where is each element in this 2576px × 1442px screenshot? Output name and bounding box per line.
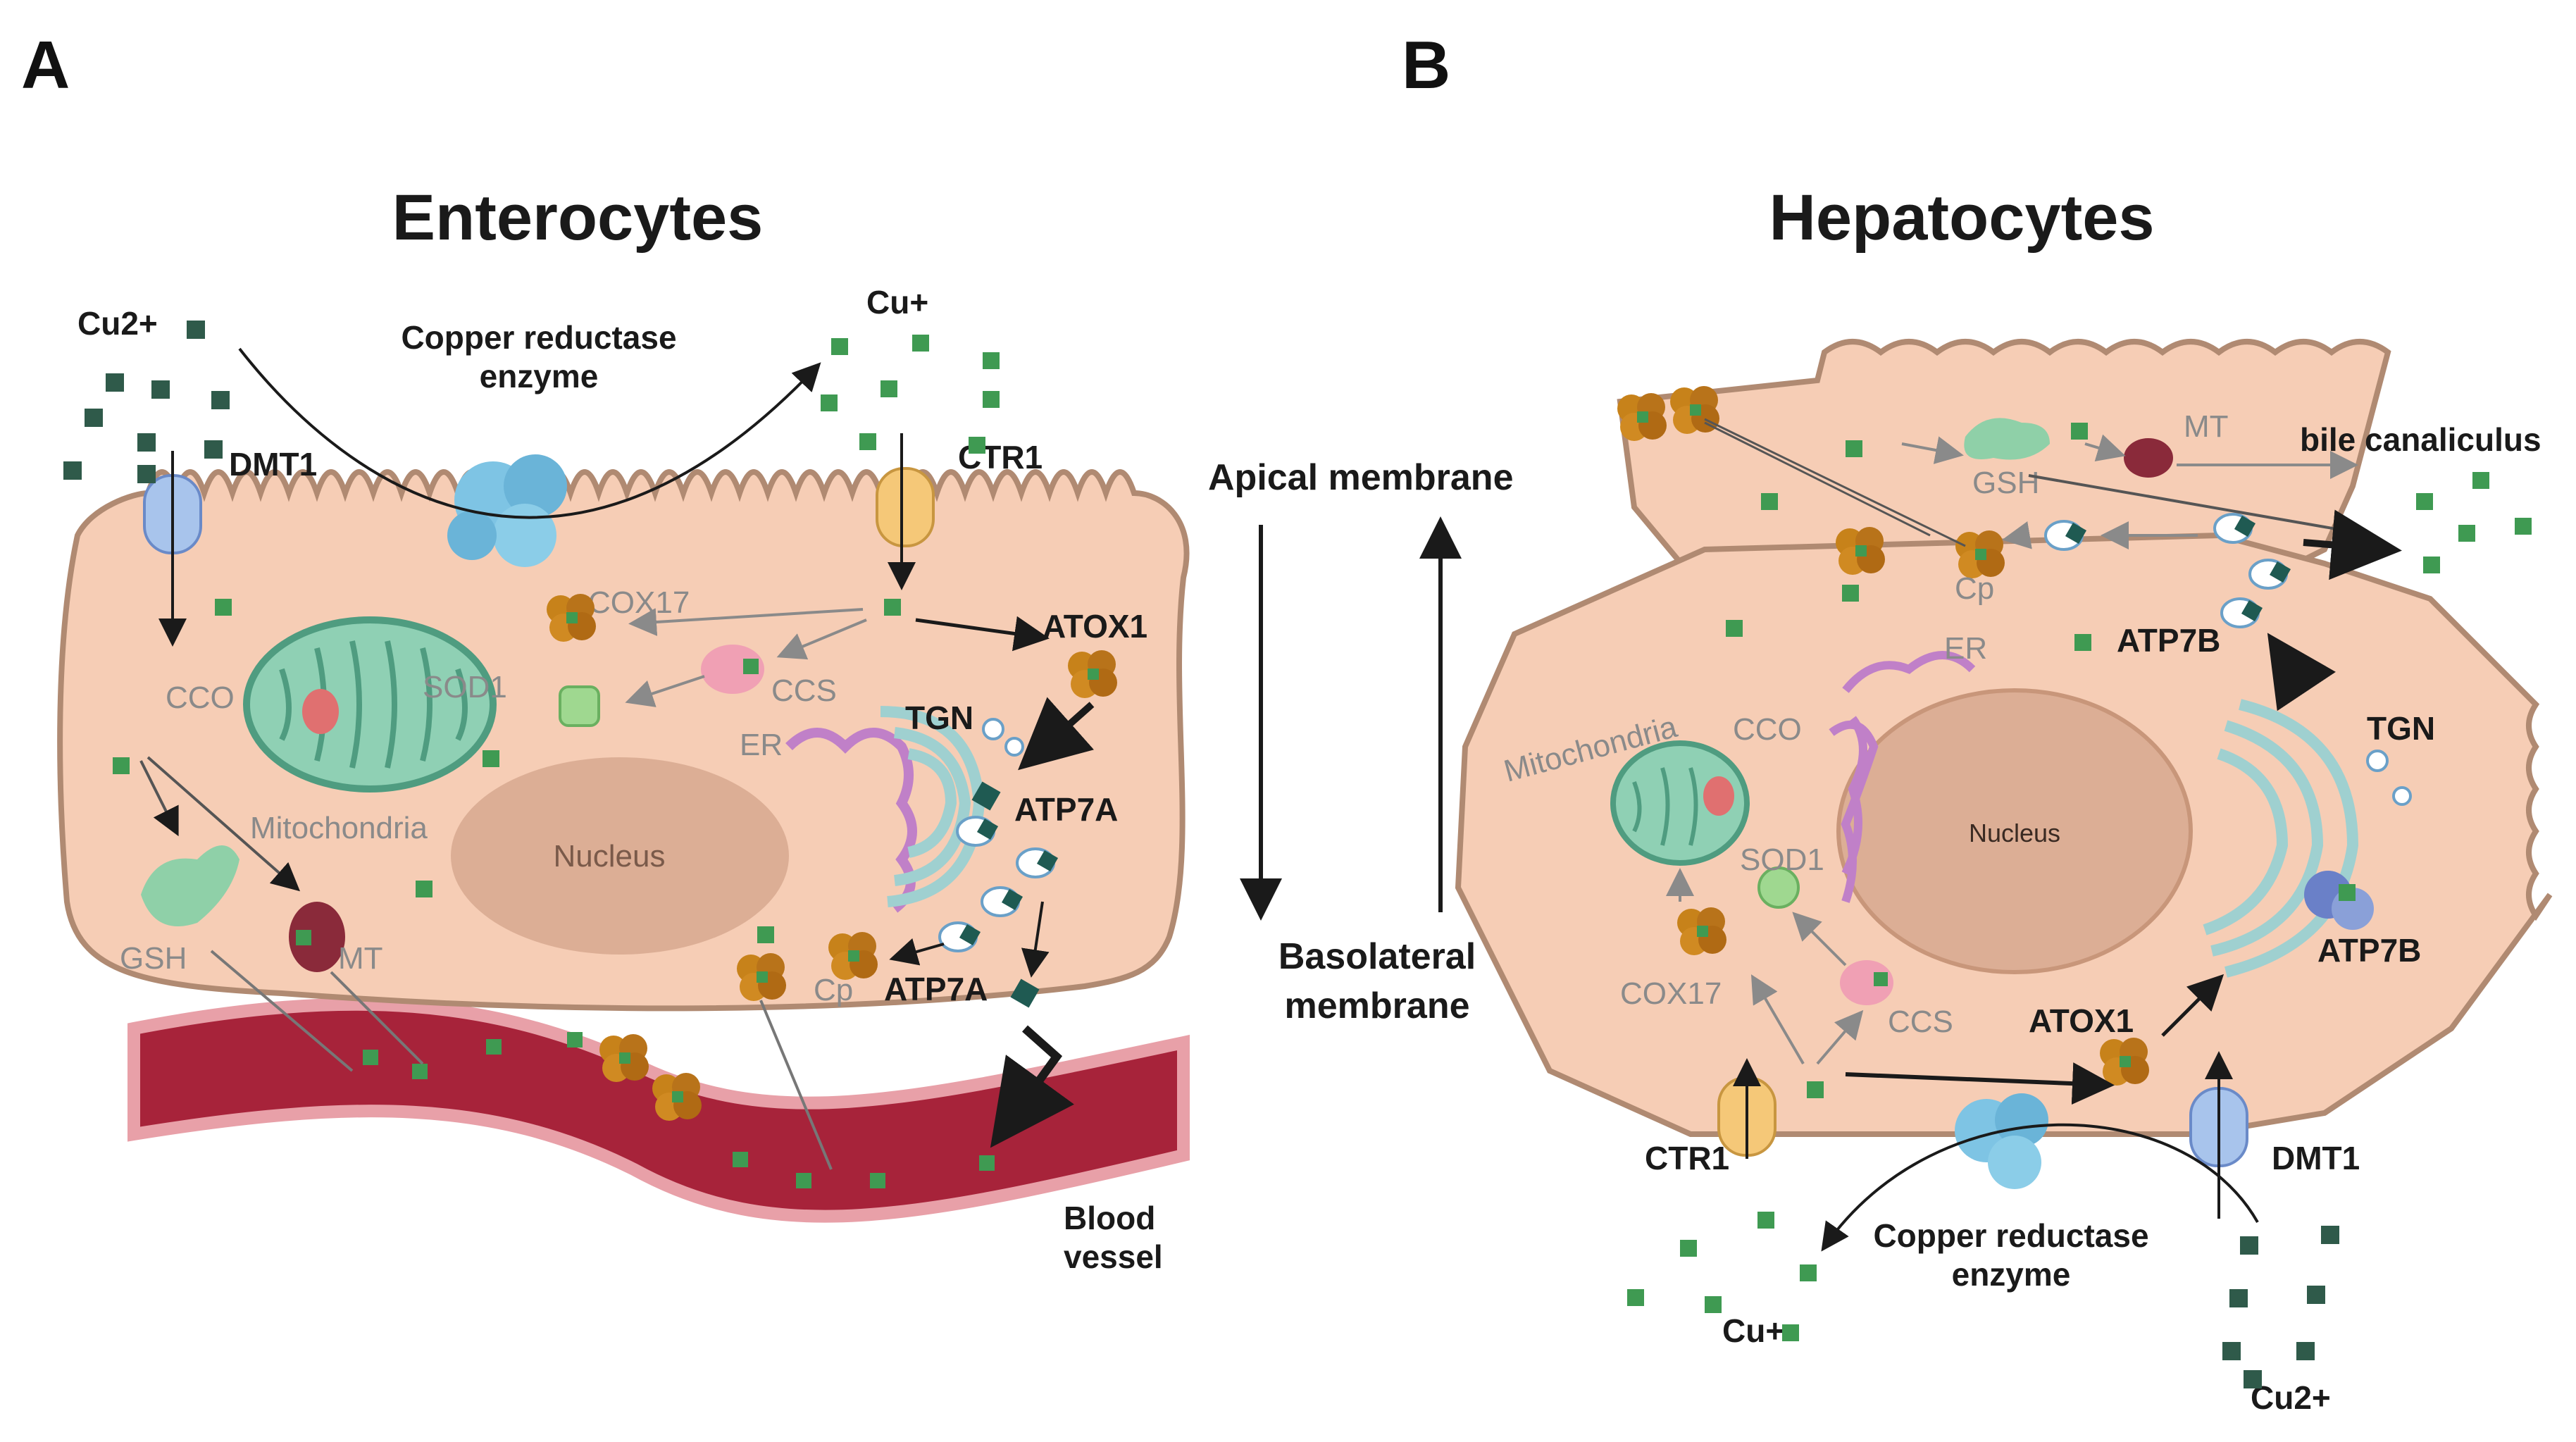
hepatocyte-cu2-ions — [2222, 1226, 2339, 1388]
enterocyte-er — [785, 728, 917, 913]
blood-vessel-label-2: vessel — [1064, 1238, 1163, 1275]
hepatocyte-sod1-protein — [1757, 866, 1800, 909]
enterocyte-mt-label: MT — [338, 941, 383, 976]
enterocyte-reductase-label: Copper reductase — [401, 319, 676, 356]
enterocyte-cox17-label: COX17 — [588, 585, 690, 620]
enterocyte-cu2-label: Cu2+ — [77, 305, 158, 342]
hepatocyte-mt-protein — [2124, 438, 2173, 478]
hepatocyte-cox17-label: COX17 — [1620, 976, 1722, 1011]
hepatocyte-cu1-label: Cu+ — [1722, 1312, 1784, 1349]
enterocyte-ccs-protein — [701, 645, 764, 694]
hepatocyte-cp-protein-3 — [1617, 393, 1667, 441]
enterocyte-cox17-protein — [547, 594, 596, 642]
enterocyte-cu1-ions — [113, 335, 1000, 943]
enterocyte-reductase-enzyme — [447, 454, 567, 567]
enterocyte-cco-label: CCO — [166, 680, 235, 715]
basolateral-label: Basolateral — [1278, 936, 1476, 977]
enterocyte-panel: Enterocytes Nucleus CCO Mitochondria ER … — [57, 182, 1190, 1275]
hepatocyte-ctr1-label: CTR1 — [1645, 1140, 1729, 1176]
enterocyte-nucleus-label: Nucleus — [554, 839, 666, 874]
hepatocyte-er — [1829, 651, 1976, 903]
hepatocyte-mitochondria — [1610, 740, 1750, 866]
panel-label-b: B — [1402, 27, 1450, 103]
enterocyte-mitochondria — [243, 616, 497, 793]
hepatocyte-cp-label: Cp — [1955, 571, 1994, 606]
hepatocyte-ccs-protein — [1840, 960, 1893, 1005]
hepatocyte-cu1-ions — [1627, 423, 2532, 1341]
hepatocyte-atox1-protein — [2100, 1038, 2149, 1086]
hepatocyte-nucleus-label: Nucleus — [1969, 819, 2060, 847]
hepatocyte-tgn-label: TGN — [2367, 710, 2435, 747]
hepatocyte-cp-protein — [1836, 527, 1885, 575]
enterocyte-cu1-label: Cu+ — [866, 284, 928, 321]
panel-label-a: A — [21, 27, 70, 103]
hepatocyte-ccs-label: CCS — [1888, 1005, 1953, 1039]
hepatocyte-gsh-label: GSH — [1972, 466, 2039, 500]
hepatocyte-cco-label: CCO — [1733, 712, 1802, 747]
enterocyte-ctr1-channel — [876, 467, 935, 547]
enterocyte-cp-protein-2 — [737, 953, 786, 1001]
vessel-cp-protein-1 — [599, 1034, 649, 1082]
hepatocyte-reductase-label-2: enzyme — [1952, 1256, 2071, 1293]
enterocyte-mt-protein — [289, 902, 345, 972]
hepatocyte-nucleus — [1836, 688, 2193, 974]
hepatocyte-atp7b-bottom-label: ATP7B — [2317, 932, 2421, 969]
hepatocyte-atp7b-top-label: ATP7B — [2117, 622, 2220, 659]
hepatocyte-mt-label: MT — [2184, 409, 2229, 444]
hepatocyte-tgn — [2203, 699, 2359, 978]
hepatocyte-upper-cell — [1617, 339, 2391, 595]
hepatocyte-atox1-label: ATOX1 — [2029, 1002, 2134, 1039]
membrane-legend: Apical membrane Basolateral membrane — [1208, 457, 1514, 1026]
enterocyte-title: Enterocytes — [392, 182, 764, 254]
enterocyte-tgn-label: TGN — [905, 700, 973, 736]
enterocyte-atox1-protein — [1068, 650, 1117, 698]
enterocyte-atp7a-top-label: ATP7A — [1014, 791, 1118, 828]
hepatocyte-gsh-protein — [1964, 418, 2050, 460]
enterocyte-sod1-protein — [559, 685, 600, 727]
bile-canaliculus-label: bile canaliculus — [2300, 421, 2541, 458]
enterocyte-gsh-protein — [141, 845, 239, 926]
vessel-cp-protein-2 — [652, 1073, 702, 1121]
hepatocyte-er-label: ER — [1944, 631, 1987, 666]
enterocyte-gsh-label: GSH — [120, 941, 187, 976]
blood-vessel-label: Blood — [1064, 1200, 1155, 1236]
enterocyte-atox1-label: ATOX1 — [1043, 608, 1147, 645]
hepatocyte-title: Hepatocytes — [1769, 182, 2154, 254]
enterocyte-sod1-label: SOD1 — [423, 670, 507, 704]
hepatocyte-cox17-protein — [1677, 907, 1726, 955]
enterocyte-reductase-label-2: enzyme — [480, 358, 599, 394]
hepatocyte-atp7b-tgn-protein — [2304, 871, 2374, 930]
hepatocyte-panel: Hepatocytes Nucleus ER CCO TGN ATP7B Mit… — [1455, 182, 2553, 1416]
hepatocyte-sod1-label: SOD1 — [1740, 843, 1824, 877]
hepatocyte-dmt1-label: DMT1 — [2272, 1140, 2360, 1176]
enterocyte-dmt1-label: DMT1 — [229, 446, 317, 483]
enterocyte-mitochondria-label: Mitochondria — [250, 811, 428, 845]
enterocyte-atp7a-bottom-label: ATP7A — [884, 971, 988, 1007]
enterocyte-ccs-label: CCS — [771, 673, 837, 708]
vessel-cu-ions — [363, 1032, 995, 1188]
apical-membrane-label: Apical membrane — [1208, 457, 1514, 498]
enterocyte-nucleus — [451, 757, 789, 955]
enterocyte-cu2-ions — [63, 321, 230, 483]
hepatocyte-reductase-label: Copper reductase — [1873, 1217, 2148, 1254]
hepatocyte-reductase-enzyme — [1955, 1093, 2048, 1189]
basolateral-label-2: membrane — [1285, 986, 1470, 1026]
hepatocyte-cu2-label: Cu2+ — [2251, 1379, 2331, 1416]
enterocyte-er-label: ER — [740, 728, 783, 762]
enterocyte-cp-protein — [828, 932, 878, 980]
